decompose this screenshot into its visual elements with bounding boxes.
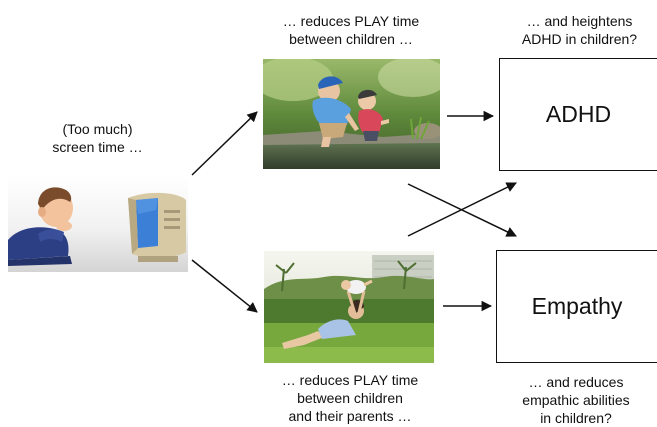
parent-play-caption: … reduces PLAY time between children and… bbox=[281, 372, 419, 424]
adhd-question-caption: … and heightens ADHD in children? bbox=[521, 13, 638, 47]
empathy-box: Empathy bbox=[496, 250, 657, 363]
children-play-photo bbox=[263, 59, 440, 169]
arrow-parent-play-to-adhd bbox=[407, 182, 517, 237]
screen-time-illustration bbox=[8, 176, 188, 272]
arrow-screen-to-parent-play bbox=[191, 259, 258, 313]
empathy-label: Empathy bbox=[531, 293, 623, 319]
adhd-box: ADHD bbox=[499, 58, 657, 171]
arrow-screen-to-children-play bbox=[191, 111, 258, 176]
empathy-question-caption: … and reduces empathic abilities in chil… bbox=[522, 374, 630, 426]
adhd-label: ADHD bbox=[545, 101, 612, 127]
parent-play-photo bbox=[264, 251, 434, 363]
screen-time-caption: (Too much) screen time … bbox=[52, 121, 143, 155]
children-play-caption: … reduces PLAY time between children … bbox=[282, 13, 420, 47]
